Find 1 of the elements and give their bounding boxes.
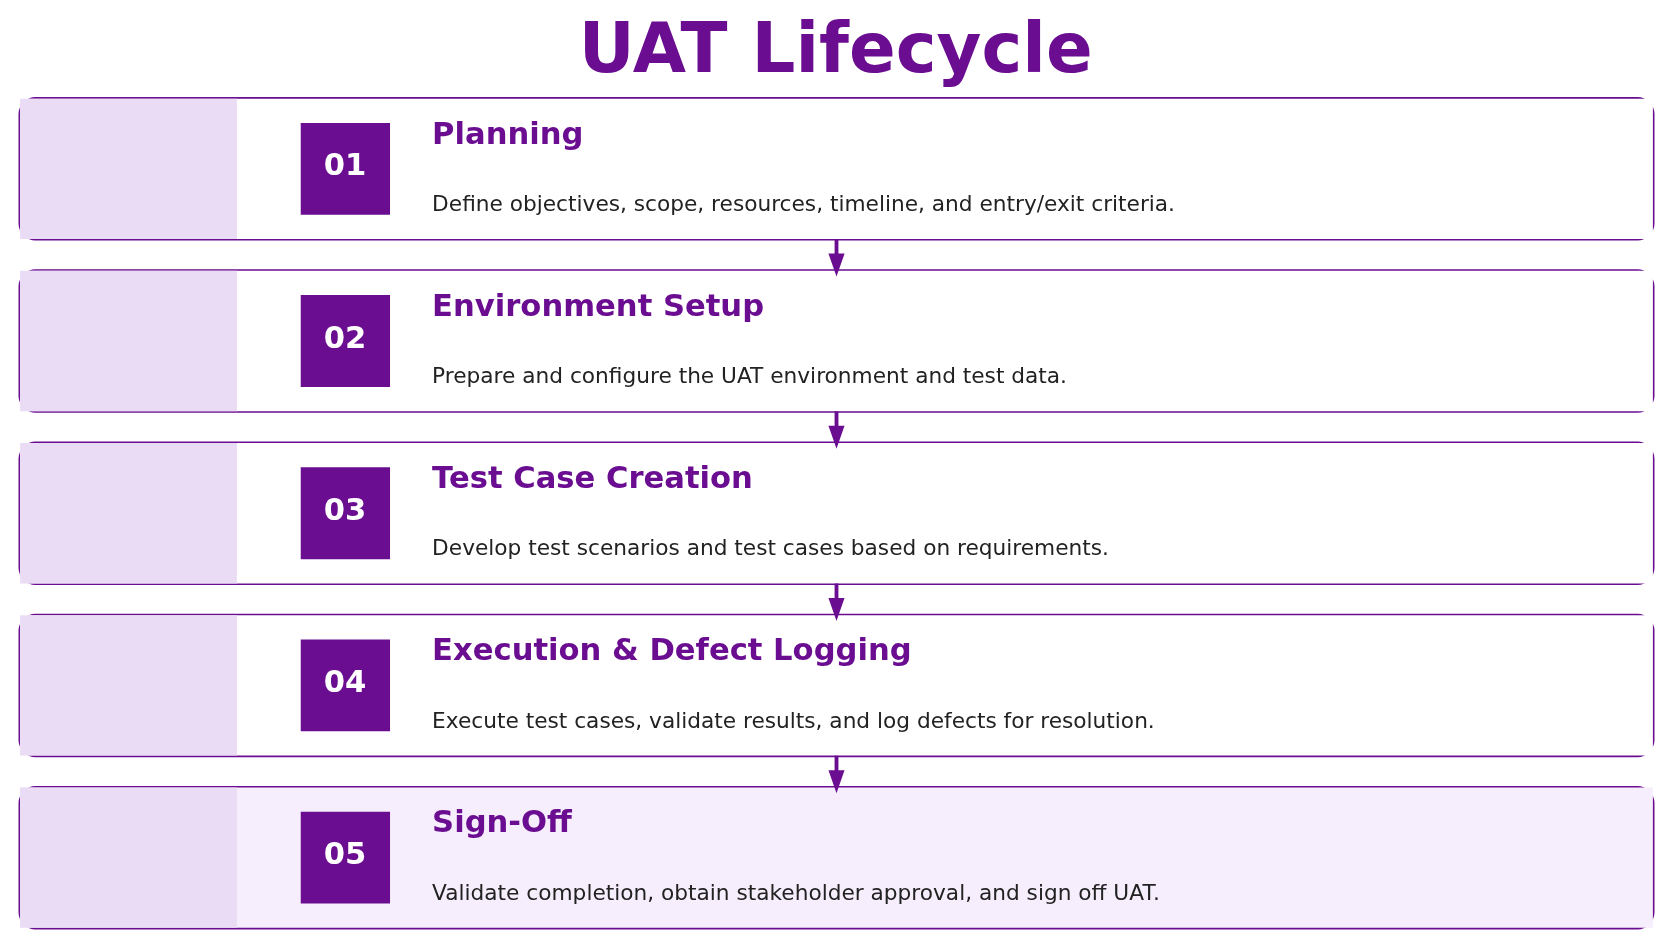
diagram-title: UAT Lifecycle	[578, 8, 1093, 89]
